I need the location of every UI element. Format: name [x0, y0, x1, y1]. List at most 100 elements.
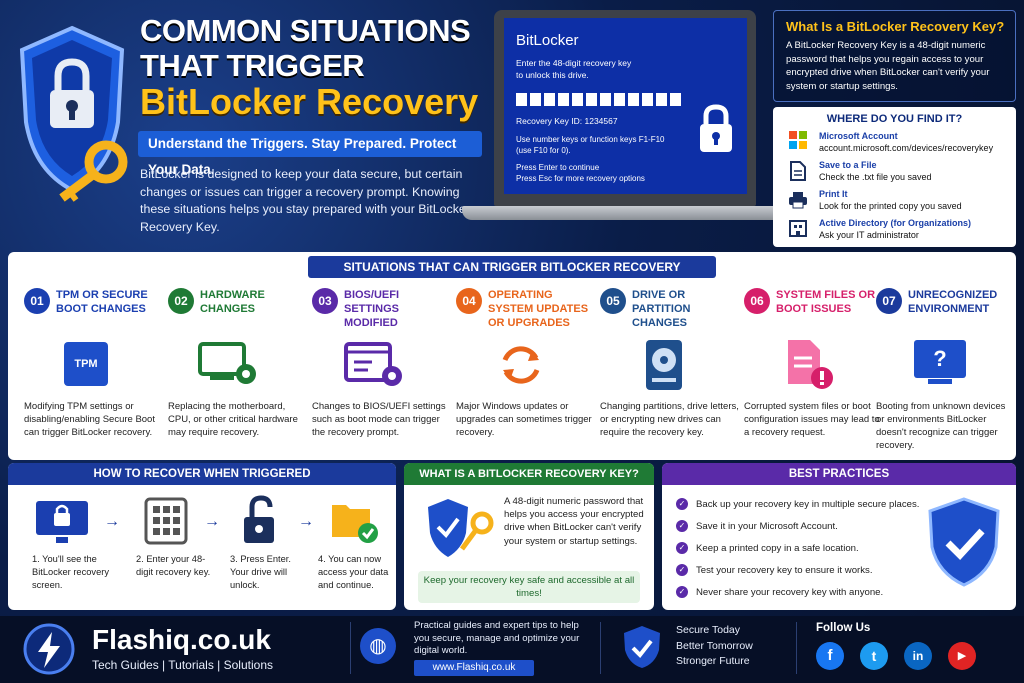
situation-item: 03 BIOS/UEFI SETTINGS MODIFIED Changes t…: [312, 284, 455, 454]
recover-step: 3. Press Enter. Your drive will unlock.: [230, 554, 291, 590]
computer-gear-icon: [198, 342, 256, 384]
shield-check-icon: [928, 497, 1000, 587]
recovery-screen: BitLocker Enter the 48-digit recovery ke…: [504, 18, 747, 194]
hard-drive-icon: [646, 340, 682, 390]
situations-title: SITUATIONS THAT CAN TRIGGER BITLOCKER RE…: [308, 256, 716, 278]
slogan-line: Better Tomorrow: [676, 639, 753, 652]
best-item: Test your recovery key to ensure it work…: [696, 564, 873, 576]
microsoft-icon: [789, 131, 807, 149]
situation-desc: Major Windows updates or upgrades can so…: [456, 401, 592, 438]
find-item-label: Save to a File: [819, 160, 877, 170]
divider: [600, 622, 601, 674]
monitor-lock-icon: [36, 501, 88, 543]
situation-item: 07 UNRECOGNIZED ENVIRONMENT ? Booting fr…: [876, 284, 1019, 454]
situation-desc: Modifying TPM settings or disabling/enab…: [24, 401, 155, 438]
slogan-line: Secure Today: [676, 624, 741, 636]
settings-window-icon: [344, 342, 402, 386]
situation-heading: UNRECOGNIZED ENVIRONMENT: [908, 289, 998, 315]
what-is-box: What Is a BitLocker Recovery Key? A BitL…: [773, 10, 1016, 102]
step-number: 02: [168, 288, 194, 314]
best-item: Never share your recovery key with anyon…: [696, 586, 884, 598]
screen-esc: Press Esc for more recovery options: [516, 174, 645, 183]
situation-item: 05 DRIVE OR PARTITION CHANGES Changing p…: [600, 284, 743, 454]
twitter-icon[interactable]: t: [860, 642, 888, 670]
find-item-desc: Look for the printed copy you saved: [819, 200, 962, 211]
youtube-icon[interactable]: ▶: [948, 642, 976, 670]
title-highlight: BitLocker Recovery: [140, 81, 479, 122]
recover-step: 4. You can now access your data and cont…: [318, 554, 389, 590]
situation-heading: OPERATING SYSTEM UPDATES OR UPGRADES: [488, 289, 589, 329]
situation-heading: TPM OR SECURE BOOT CHANGES: [56, 289, 148, 315]
linkedin-icon[interactable]: in: [904, 642, 932, 670]
find-item-label: Active Directory (for Organizations): [819, 218, 972, 228]
situation-heading: SYSTEM FILES OR BOOT ISSUES: [776, 289, 876, 315]
follow-label: Follow Us: [816, 622, 871, 634]
padlock-icon: [700, 104, 732, 152]
shield-lock-icon: [19, 25, 128, 202]
intro-text: BitLocker is designed to keep your data …: [140, 167, 470, 234]
folder-check-icon: [332, 505, 378, 543]
what-is-title: What Is a BitLocker Recovery Key?: [786, 19, 1005, 34]
globe-icon: ◍: [360, 628, 396, 664]
situation-desc: Corrupted system files or boot configura…: [744, 401, 880, 438]
screen-key-id: Recovery Key ID: 1234567: [516, 116, 618, 126]
situation-heading: HARDWARE CHANGES: [200, 289, 265, 315]
check-icon: ✓: [676, 498, 688, 510]
find-item-desc: account.microsoft.com/devices/recoveryke…: [819, 142, 994, 153]
what-is-card: WHAT IS A BITLOCKER RECOVERY KEY? A 48-d…: [404, 463, 654, 610]
arrow-icon: →: [204, 513, 220, 530]
best-item: Back up your recovery key in multiple se…: [696, 498, 920, 510]
situation-desc: Booting from unknown devices or environm…: [876, 401, 1006, 451]
facebook-icon[interactable]: f: [816, 642, 844, 670]
chip-icon: TPM: [64, 342, 108, 386]
recover-step: 2. Enter your 48-digit recovery key.: [136, 554, 211, 577]
situation-desc: Changes to BIOS/UEFI settings such as bo…: [312, 401, 446, 438]
situations-panel: SITUATIONS THAT CAN TRIGGER BITLOCKER RE…: [8, 252, 1016, 460]
footer-desc: Practical guides and expert tips to help…: [414, 620, 580, 656]
find-item-label: Microsoft Account: [819, 131, 898, 141]
situation-desc: Replacing the motherboard, CPU, or other…: [168, 401, 298, 438]
what-card-title: WHAT IS A BITLOCKER RECOVERY KEY?: [404, 463, 654, 485]
monitor-stand: [928, 379, 952, 384]
what-is-text: A BitLocker Recovery Key is a 48-digit n…: [786, 40, 990, 92]
find-item-label: Print It: [819, 189, 848, 199]
screen-title: BitLocker: [516, 32, 579, 49]
best-item: Save it in your Microsoft Account.: [696, 520, 838, 532]
step-number: 07: [876, 288, 902, 314]
situation-item: 04 OPERATING SYSTEM UPDATES OR UPGRADES …: [456, 284, 599, 454]
arrow-icon: →: [298, 513, 314, 530]
tagline: Understand the Triggers. Stay Prepared. …: [138, 131, 482, 177]
recovery-key-field[interactable]: [516, 93, 681, 106]
situation-item: 01 TPM OR SECURE BOOT CHANGES TPM Modify…: [24, 284, 167, 454]
step-number: 06: [744, 288, 770, 314]
flash-logo-icon: [23, 623, 75, 675]
situation-heading: DRIVE OR PARTITION CHANGES: [632, 289, 691, 329]
check-icon: ✓: [676, 564, 688, 576]
laptop-base: [462, 206, 788, 220]
best-item: Keep a printed copy in a safe location.: [696, 542, 859, 554]
check-icon: ✓: [676, 520, 688, 532]
screen-enter: Press Enter to continue: [516, 163, 600, 172]
screen-line-1: Enter the 48-digit recovery key: [516, 58, 632, 68]
shield-check-small-icon: [624, 626, 660, 668]
step-number: 03: [312, 288, 338, 314]
situation-item: 06 SYSTEM FILES OR BOOT ISSUES Corrupted…: [744, 284, 887, 454]
file-icon: [790, 161, 806, 181]
best-title: BEST PRACTICES: [662, 463, 1016, 485]
recover-title: HOW TO RECOVER WHEN TRIGGERED: [8, 463, 396, 485]
file-alert-icon: [788, 340, 833, 389]
unlock-icon: [244, 495, 274, 543]
title-line-1: COMMON SITUATIONS: [140, 13, 471, 48]
step-number: 05: [600, 288, 626, 314]
divider: [796, 622, 797, 674]
website-link[interactable]: www.Flashiq.co.uk: [414, 660, 534, 676]
arrow-icon: →: [104, 513, 120, 530]
brand-name: Flashiq.co.uk: [92, 624, 271, 655]
screen-hint-2: (use F10 for 0).: [516, 146, 571, 155]
shield-key-icon: [428, 499, 494, 557]
footer: Flashiq.co.uk Tech Guides | Tutorials | …: [0, 616, 1024, 683]
printer-icon: [789, 192, 807, 209]
find-item-desc: Ask your IT administrator: [819, 229, 919, 240]
sync-icon: [502, 346, 540, 384]
